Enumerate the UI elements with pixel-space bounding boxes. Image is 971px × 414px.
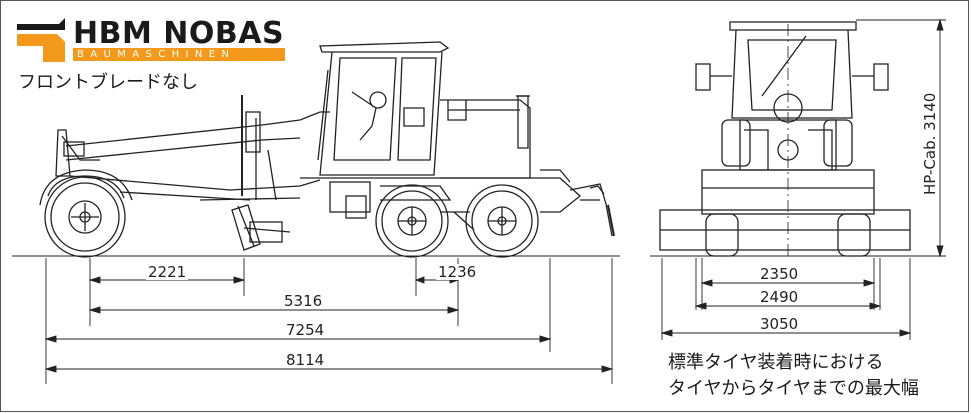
dim-2490: 2490 <box>758 288 801 306</box>
caption-line-2: タイヤからタイヤまでの最大幅 <box>668 378 919 399</box>
brand-subtitle: BAUMASCHINEN <box>73 48 285 61</box>
dim-2221: 2221 <box>146 263 189 281</box>
dim-8114: 8114 <box>284 351 327 369</box>
caption: 標準タイヤ装着時における タイヤからタイヤまでの最大幅 <box>668 350 919 402</box>
dim-7254: 7254 <box>284 321 327 339</box>
dim-5316: 5316 <box>282 292 325 310</box>
variant-label: フロントブレードなし <box>18 72 198 93</box>
brand-name: HBM NOBAS <box>73 16 285 51</box>
logo-mark-icon <box>17 18 65 62</box>
dim-height-cab: HP-Cab. 3140 <box>921 92 939 195</box>
dim-2350: 2350 <box>758 265 801 283</box>
caption-line-1: 標準タイヤ装着時における <box>668 352 884 373</box>
dim-1236: 1236 <box>436 263 479 281</box>
brand-logo: HBM NOBAS BAUMASCHINEN <box>13 16 285 64</box>
dim-3050: 3050 <box>758 315 801 333</box>
